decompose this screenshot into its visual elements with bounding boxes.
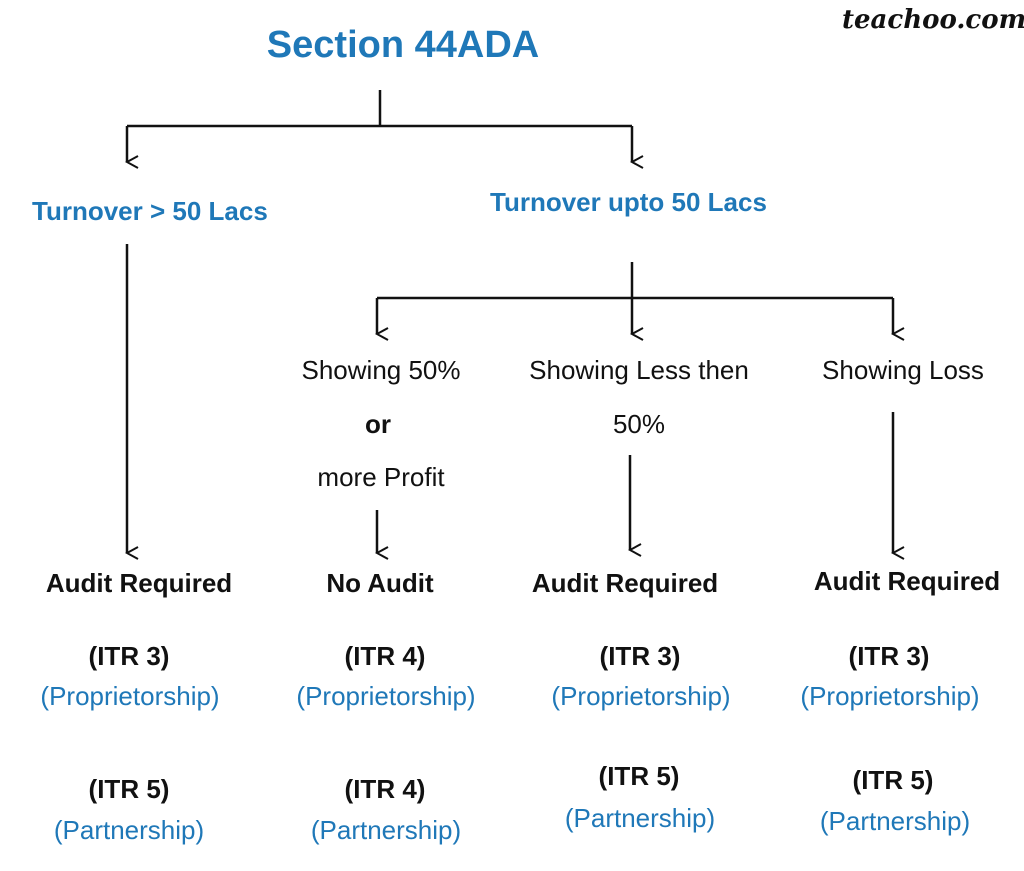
condition-profit-50-line3: more Profit xyxy=(317,462,445,492)
itr-label: (ITR 4) xyxy=(344,641,426,671)
branch-turnover-low: Turnover upto 50 Lacs xyxy=(490,187,767,217)
itr-label: (ITR 5) xyxy=(88,774,170,804)
entity-proprietorship: (Proprietorship) xyxy=(296,681,476,711)
itr-label: (ITR 5) xyxy=(852,765,934,795)
itr-label: (ITR 3) xyxy=(599,641,681,671)
condition-less-50-line1: Showing Less then xyxy=(529,355,749,385)
itr-label: (ITR 4) xyxy=(344,774,426,804)
condition-less-50-line2: 50% xyxy=(612,409,666,439)
diagram-title: Section 44ADA xyxy=(266,24,540,66)
result-audit-required: Audit Required xyxy=(813,566,1001,596)
entity-partnership: (Partnership) xyxy=(819,806,971,836)
condition-profit-50-line1: Showing 50% xyxy=(301,355,461,385)
brand-logo: teachoo.com xyxy=(842,5,1024,35)
itr-label: (ITR 3) xyxy=(88,641,170,671)
result-audit-required: Audit Required xyxy=(45,568,233,598)
result-no-audit: No Audit xyxy=(326,568,434,598)
branch-turnover-high: Turnover > 50 Lacs xyxy=(32,196,268,226)
condition-loss: Showing Loss xyxy=(822,355,984,385)
entity-proprietorship: (Proprietorship) xyxy=(800,681,980,711)
entity-partnership: (Partnership) xyxy=(53,815,205,845)
itr-label: (ITR 3) xyxy=(848,641,930,671)
result-audit-required: Audit Required xyxy=(531,568,719,598)
itr-label: (ITR 5) xyxy=(598,761,680,791)
entity-proprietorship: (Proprietorship) xyxy=(40,681,220,711)
condition-profit-50-or: or xyxy=(365,409,391,439)
entity-partnership: (Partnership) xyxy=(564,803,716,833)
entity-partnership: (Partnership) xyxy=(310,815,462,845)
entity-proprietorship: (Proprietorship) xyxy=(551,681,731,711)
